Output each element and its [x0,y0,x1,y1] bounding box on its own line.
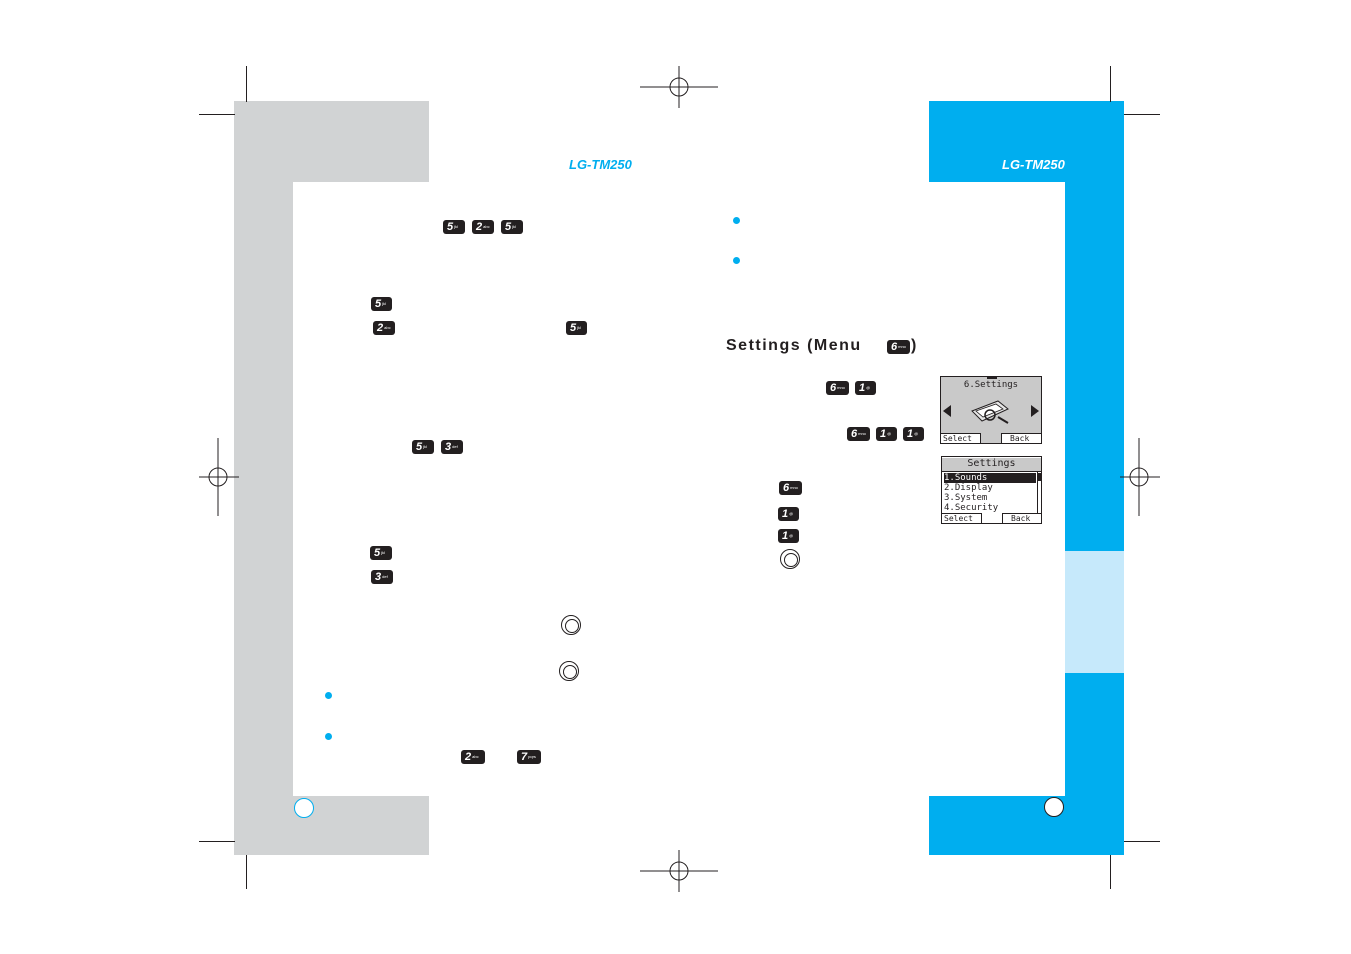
right-page-active-tab [1065,551,1124,673]
phone-screen-settings-menu: Settings 1.Sounds 2.Display 3.System 4.S… [941,456,1042,524]
key-6-icon: 6mno [826,381,849,395]
registration-target-icon [640,66,718,108]
registration-target-icon [199,438,239,516]
left-page-model-label: LG-TM250 [569,157,632,172]
settings-tools-icon [971,400,1009,424]
key-1-icon: 1@ [778,507,799,521]
key-6-icon: 6mno [847,427,870,441]
key-5-icon: 5jkl [371,297,392,311]
left-arrow-icon [943,405,951,417]
crop-mark [199,114,235,115]
left-page-number-circle [294,798,314,818]
menu-item-sounds[interactable]: 1.Sounds [944,473,1036,483]
bullet-icon [733,257,740,264]
key-3-icon: 3def [371,570,393,584]
key-5-icon: 5jkl [443,220,465,234]
menu-item-system[interactable]: 3.System [944,493,988,503]
scrollbar[interactable] [1037,472,1042,513]
right-page-model-label: LG-TM250 [1002,157,1065,172]
key-7-icon: 7pqrs [517,750,541,764]
screen-top-bar [987,377,997,379]
section-heading: Settings (Menu [726,337,862,355]
crop-mark [246,66,247,102]
key-1-icon: 1@ [876,427,897,441]
screen-title: Settings [942,458,1041,472]
scrollbar-thumb[interactable] [1038,473,1041,481]
navigation-up-down-icon [559,661,579,681]
key-6-icon: 6mno [779,481,802,495]
key-1-icon: 1@ [903,427,924,441]
navigation-left-right-icon [561,615,581,635]
right-page-number-circle [1044,797,1064,817]
crop-mark [1124,841,1160,842]
section-heading-close: ) [911,337,918,354]
screen-title: 6.Settings [963,380,1019,390]
right-page-side-tab-lower [1065,673,1124,796]
softkey-select[interactable]: Select [942,513,982,523]
key-5-icon: 5jkl [412,440,434,454]
key-5-icon: 5jkl [566,321,587,335]
crop-mark [199,841,235,842]
key-2-icon: 2abc [472,220,494,234]
softkey-back[interactable]: Back [1001,433,1041,443]
phone-screen-settings-icon: 6.Settings Select Back [940,376,1042,444]
key-2-icon: 2abc [373,321,395,335]
section-heading-text: Settings (Menu [726,337,862,354]
right-page-side-tab [1065,182,1124,551]
menu-item-security[interactable]: 4.Security [944,503,999,513]
softkey-back[interactable]: Back [1002,513,1041,523]
crop-mark [246,855,247,889]
key-5-icon: 5jkl [501,220,523,234]
key-1-icon: 1@ [778,529,799,543]
right-page-footer-band [929,796,1124,855]
crop-mark [1124,114,1160,115]
key-3-icon: 3def [441,440,463,454]
key-5-icon: 5jkl [370,546,392,560]
left-page-content-area [293,182,429,796]
registration-target-icon [640,850,718,892]
right-arrow-icon [1031,405,1039,417]
key-6-icon: 6mno [887,340,910,354]
bullet-icon [325,733,332,740]
menu-item-display[interactable]: 2.Display [944,483,993,493]
registration-target-icon [1120,438,1160,516]
key-2-icon: 2abc [461,750,485,764]
softkey-select[interactable]: Select [941,433,981,443]
crop-mark [1110,66,1111,102]
bullet-icon [733,217,740,224]
bullet-icon [325,692,332,699]
navigation-left-right-icon [780,549,800,569]
crop-mark [1110,855,1111,889]
key-1-icon: 1@ [855,381,876,395]
right-page-header-band [929,101,1124,182]
